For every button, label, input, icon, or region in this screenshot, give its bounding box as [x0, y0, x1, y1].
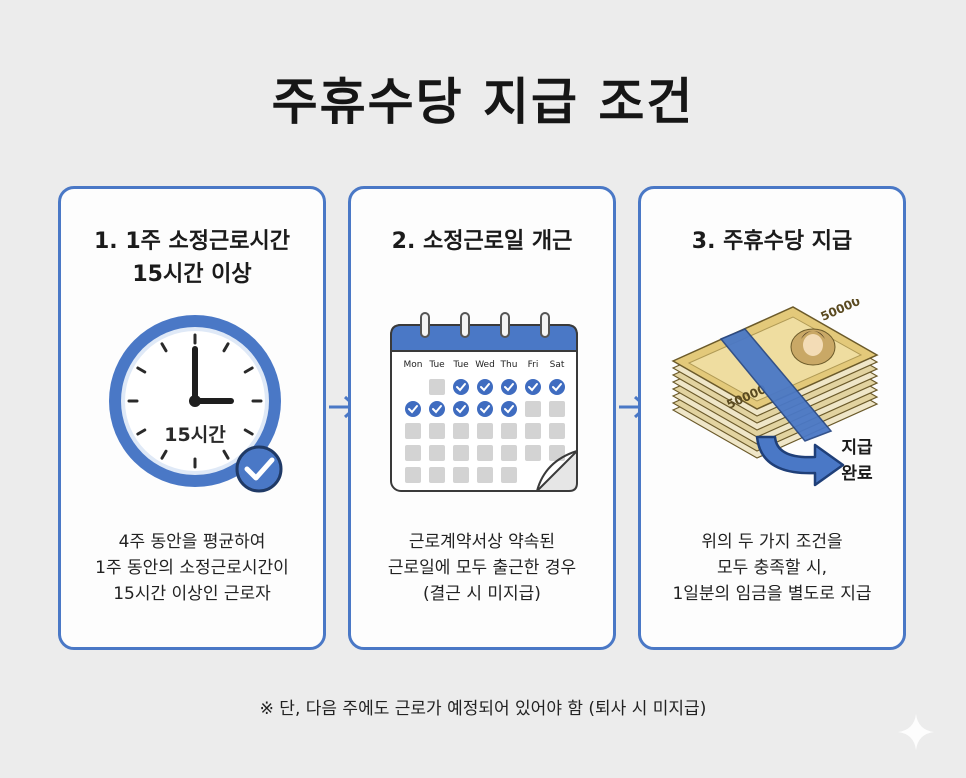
weekday-label: Mon — [404, 360, 423, 370]
step-card-1: 1. 1주 소정근로시간 15시간 이상 15시간 4주 동안을 평균하여 1주… — [58, 186, 326, 650]
empty-day-cell — [549, 423, 565, 439]
step-3-description: 위의 두 가지 조건을 모두 충족할 시, 1일분의 임금을 별도로 지급 — [672, 532, 872, 604]
empty-day-cell — [525, 423, 541, 439]
weekday-label: Fri — [528, 360, 539, 370]
empty-day-cell — [501, 423, 517, 439]
empty-day-cell — [429, 379, 445, 395]
checked-day-icon — [501, 401, 517, 417]
step-1-description: 4주 동안을 평균하여 1주 동안의 소정근로시간이 15시간 이상인 근로자 — [95, 532, 289, 604]
checked-day-icon — [453, 379, 469, 395]
checked-day-icon — [501, 379, 517, 395]
sparkle-icon — [898, 714, 934, 750]
clock-icon: 15시간 — [109, 315, 283, 493]
empty-day-cell — [525, 401, 541, 417]
checked-day-icon — [405, 401, 421, 417]
empty-day-cell — [477, 445, 493, 461]
empty-day-cell — [501, 445, 517, 461]
checked-day-icon — [477, 401, 493, 417]
weekday-label: Tue — [428, 360, 445, 370]
empty-day-cell — [453, 423, 469, 439]
empty-day-cell — [405, 445, 421, 461]
empty-day-cell — [477, 467, 493, 483]
checked-day-icon — [477, 379, 493, 395]
curved-arrow-icon — [755, 435, 845, 487]
step-2-title: 2. 소정근로일 개근 — [391, 229, 573, 254]
empty-day-cell — [453, 445, 469, 461]
empty-day-cell — [501, 467, 517, 483]
empty-day-cell — [549, 445, 565, 461]
weekday-label: Sat — [550, 360, 565, 370]
step-card-2: 2. 소정근로일 개근 Mon Tue Tue Wed Thu Fri Sat 근로계약서상… — [348, 186, 616, 650]
empty-day-cell — [405, 423, 421, 439]
empty-day-cell — [429, 423, 445, 439]
calendar-icon: Mon Tue Tue Wed Thu Fri Sat — [390, 312, 578, 492]
step-card-3: 3. 주휴수당 지급 50000 50000 지급 완료 위의 두 가지 조건을… — [638, 186, 906, 650]
checked-day-icon — [453, 401, 469, 417]
empty-day-cell — [477, 423, 493, 439]
checked-day-icon — [549, 379, 565, 395]
empty-day-cell — [405, 467, 421, 483]
step-2-description: 근로계약서상 약속된 근로일에 모두 출근한 경우 (결근 시 미지급) — [387, 532, 577, 604]
step-3-title: 3. 주휴수당 지급 — [691, 229, 853, 254]
empty-day-cell — [453, 467, 469, 483]
done-label-line2: 완료 — [841, 464, 873, 484]
empty-day-cell — [429, 445, 445, 461]
weekday-label: Tue — [452, 360, 469, 370]
checked-day-icon — [429, 401, 445, 417]
empty-day-cell — [549, 401, 565, 417]
money-stack-icon: 50000 50000 지급 완료 — [671, 299, 879, 487]
done-label-line1: 지급 — [841, 438, 873, 458]
page-title: 주휴수당 지급 조건 — [271, 73, 695, 131]
weekday-label: Thu — [500, 360, 518, 370]
weekday-label: Wed — [475, 360, 495, 370]
bill-amount-top: 50000 — [819, 299, 863, 324]
portrait-icon — [790, 328, 836, 366]
check-badge-icon — [235, 445, 283, 493]
checked-day-icon — [525, 379, 541, 395]
clock-label: 15시간 — [164, 424, 226, 446]
footnote: ※ 단, 다음 주에도 근로가 예정되어 있어야 함 (퇴사 시 미지급) — [259, 699, 707, 719]
step-1-title: 1. 1주 소정근로시간 15시간 이상 — [94, 229, 290, 287]
empty-day-cell — [429, 467, 445, 483]
empty-day-cell — [525, 445, 541, 461]
